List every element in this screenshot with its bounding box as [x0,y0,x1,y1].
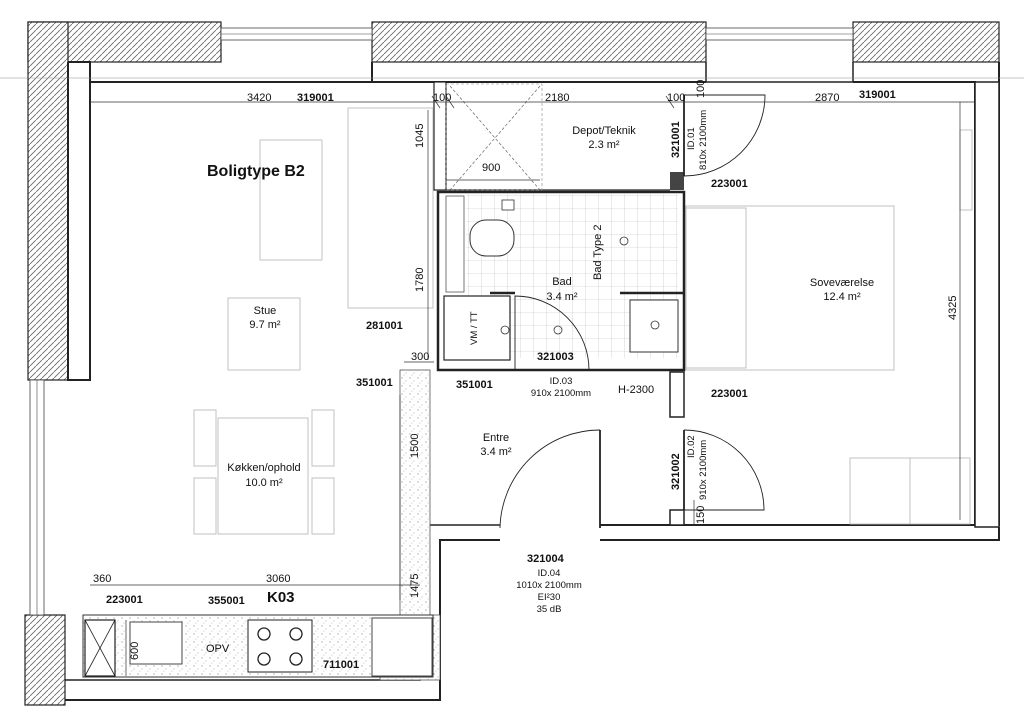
dim-600: 600 [129,642,141,660]
dim-150: 150 [695,506,707,524]
door-04-id: ID.04 [538,568,561,579]
code-321002: 321002 [670,453,682,490]
code-321003: 321003 [537,351,574,363]
dim-1475: 1475 [409,574,421,598]
code-223001-top: 223001 [711,178,748,190]
dim-1500: 1500 [409,434,421,458]
room-kokken-area: 10.0 m² [245,477,283,489]
door-04-fire: EI²30 [538,592,561,603]
code-321001: 321001 [670,121,682,158]
dim-100-b: 100 [667,92,685,104]
dim-900: 900 [482,162,500,174]
dim-2870: 2870 [815,92,839,104]
dim-300: 300 [411,351,429,363]
door-04-sound: 35 dB [537,604,562,615]
code-321004: 321004 [527,553,565,565]
code-281001: 281001 [366,320,403,332]
door-04-size: 1010x 2100mm [516,580,582,591]
room-sov-area: 12.4 m² [823,291,861,303]
door-01-size: 810x 2100mm [698,110,709,170]
room-sov-name: Soveværelse [810,277,874,289]
room-entre-name: Entre [483,432,509,444]
vm-tt-label: VM / TT [469,311,480,345]
door-02-size: 910x 2100mm [698,440,709,500]
dim-1780: 1780 [414,268,426,292]
kitchen-counter [82,614,434,678]
room-depot-name: Depot/Teknik [572,125,636,137]
room-entre-area: 3.4 m² [480,446,512,458]
room-kokken-name: Køkken/ophold [227,462,300,474]
dim-4325: 4325 [947,296,959,320]
code-319001-right: 319001 [859,89,896,101]
furniture [193,107,973,535]
height-note: H-2300 [618,384,654,396]
depot-cross [445,83,543,191]
dimension-lines [90,95,975,676]
door-03-id: ID.03 [550,376,573,387]
code-223001-mid: 223001 [711,388,748,400]
door-02-id: ID.02 [686,435,697,458]
door-03-size: 910x 2100mm [531,388,591,399]
code-355001: 355001 [208,595,245,607]
door-01-id: ID.01 [686,127,697,150]
room-depot-area: 2.3 m² [588,139,620,151]
dim-1045: 1045 [414,124,426,148]
plan-title: Boligtype B2 [207,163,305,180]
room-bad-name: Bad [552,276,572,288]
opv-label: OPV [206,643,230,655]
code-711001: 711001 [323,659,359,671]
interior-walls [379,81,686,681]
room-stue-name: Stue [254,305,277,317]
dim-3420: 3420 [247,92,271,104]
room-stue-area: 9.7 m² [249,319,281,331]
room-bad-area: 3.4 m² [546,291,578,303]
code-351001-right: 351001 [456,379,493,391]
dim-360: 360 [93,573,111,585]
dim-100-c: 100 [695,80,707,98]
dim-100-a: 100 [433,92,451,104]
dim-2180: 2180 [545,92,569,104]
doors [499,94,766,529]
exterior-walls [0,21,1024,706]
unit-id: K03 [267,589,295,606]
dim-3060: 3060 [266,573,290,585]
code-223001-bottom: 223001 [106,594,143,606]
labels: Boligtype B2 K03 Stue 9.7 m² Køkken/opho… [93,80,959,671]
bath-type-label: Bad Type 2 [592,225,604,280]
code-319001-left: 319001 [297,92,334,104]
code-351001-left: 351001 [356,377,393,389]
